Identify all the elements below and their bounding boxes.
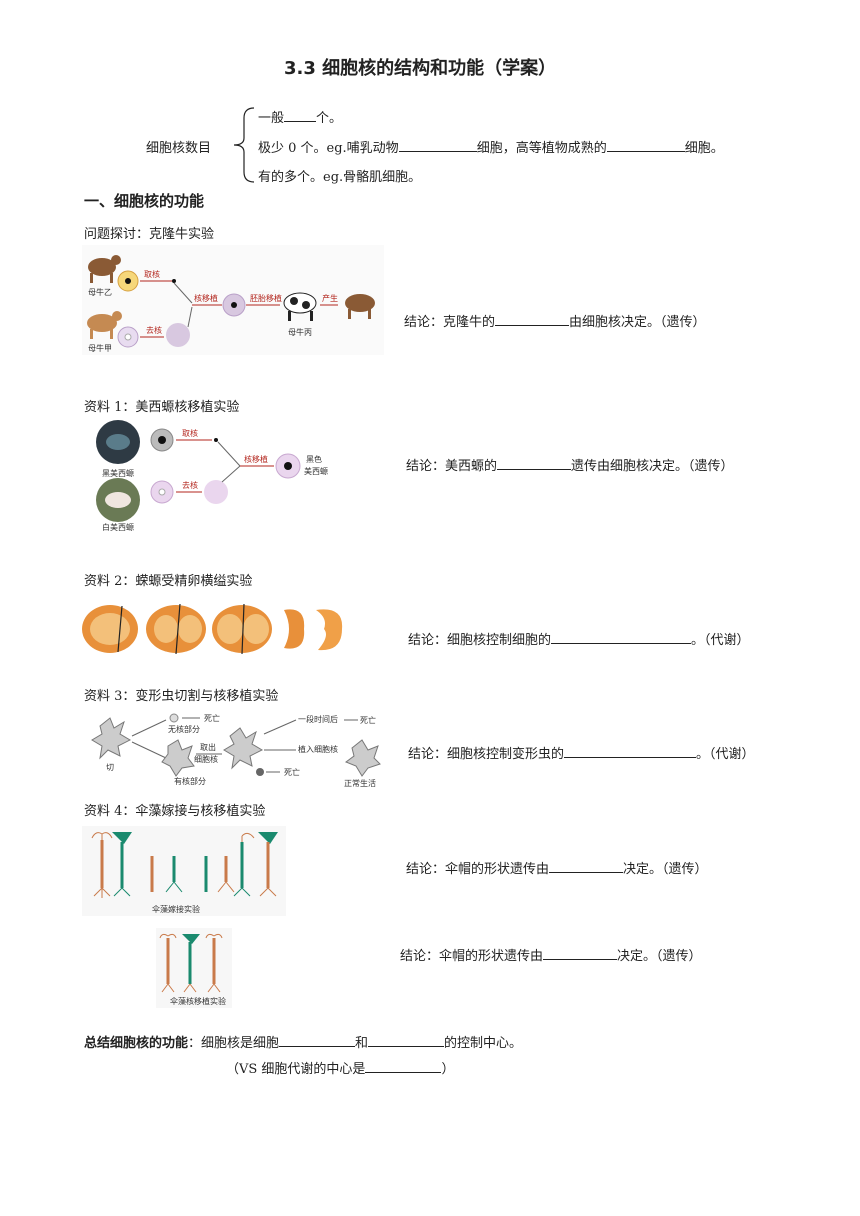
alga-2: [112, 832, 132, 897]
count-line-2: 极少 0 个。eg.哺乳动物细胞，高等植物成熟的细胞。: [258, 139, 724, 156]
svg-text:取出: 取出: [200, 742, 216, 752]
res1-conclusion: 结论：美西螈的遗传由细胞核决定。（遗传）: [406, 457, 734, 474]
blank-clone[interactable]: [495, 313, 570, 326]
acetabularia-transplant-figure: 伞藻核移植实验: [156, 928, 232, 1008]
section-heading: 一、细胞核的功能: [84, 192, 205, 210]
res3-caption: 资料 3：变形虫切割与核移植实验: [84, 689, 279, 704]
svg-text:取核: 取核: [182, 428, 198, 438]
cow-b-label: 母牛乙: [88, 287, 112, 297]
egg-stage-4: [284, 609, 305, 649]
svg-text:黑美西螈: 黑美西螈: [102, 468, 134, 478]
res4-caption: 资料 4：伞藻嫁接与核移植实验: [84, 804, 266, 819]
egg-stage-2: [146, 603, 206, 655]
svg-text:母牛丙: 母牛丙: [288, 327, 312, 337]
svg-text:死亡: 死亡: [204, 713, 220, 723]
acetabularia-graft-figure: 伞藻嫁接实验: [82, 826, 286, 916]
blank-newt[interactable]: [551, 631, 692, 644]
blank-plant-cell[interactable]: [606, 139, 685, 152]
egg-stage-3: [212, 603, 272, 655]
blank-alga-1[interactable]: [549, 860, 624, 873]
blank-summary-1[interactable]: [279, 1034, 356, 1047]
res1-caption: 资料 1：美西螈核移植实验: [84, 400, 240, 415]
count-line-3: 有的多个。eg.骨骼肌细胞。: [258, 170, 422, 185]
svg-text:死亡: 死亡: [360, 715, 376, 725]
blank-alga-2[interactable]: [543, 947, 618, 960]
svg-text:细胞核: 细胞核: [194, 754, 218, 764]
svg-text:切: 切: [106, 763, 114, 772]
nucleus-count-label: 细胞核数目: [146, 141, 212, 156]
svg-text:母牛甲: 母牛甲: [88, 343, 112, 353]
summary-vs-line: （VS 细胞代谢的中心是）: [226, 1060, 455, 1077]
newt-egg-figure: [82, 603, 343, 655]
clone-cow-figure: 母牛乙 取核 母牛甲 去核 核移植 胚胎移植 母牛丙 产生: [82, 245, 384, 355]
page-title: 3.3 细胞核的结构和功能（学案）: [284, 58, 557, 79]
blank-mammal-cell[interactable]: [398, 139, 477, 152]
svg-text:取核: 取核: [144, 269, 160, 279]
svg-text:美西螈: 美西螈: [304, 466, 328, 476]
svg-text:死亡: 死亡: [284, 767, 300, 777]
svg-text:无核部分: 无核部分: [168, 724, 200, 734]
egg-stage-1: [82, 605, 138, 653]
alga-1: [91, 832, 113, 898]
res2-caption: 资料 2：蝾螈受精卵横缢实验: [84, 574, 253, 589]
svg-text:植入细胞核: 植入细胞核: [298, 744, 338, 754]
blank-amoeba[interactable]: [564, 745, 697, 758]
summary-line: 总结细胞核的功能：细胞核是细胞和的控制中心。: [84, 1034, 523, 1051]
blank-count[interactable]: [284, 109, 317, 122]
svg-text:核移植: 核移植: [244, 454, 268, 464]
svg-text:正常生活: 正常生活: [344, 778, 376, 788]
res4-conclusion-2: 结论：伞帽的形状遗传由决定。（遗传）: [400, 947, 702, 964]
cow-icon: [88, 255, 121, 283]
svg-text:伞藻核移植实验: 伞藻核移植实验: [170, 996, 226, 1006]
blank-summary-2[interactable]: [368, 1034, 445, 1047]
res3-conclusion: 结论：细胞核控制变形虫的。（代谢）: [408, 745, 755, 762]
clone-caption: 问题探讨：克隆牛实验: [84, 227, 215, 242]
svg-text:黑色: 黑色: [306, 454, 322, 464]
count-line-1: 一般个。: [258, 109, 343, 126]
svg-text:核移植: 核移植: [194, 293, 218, 303]
svg-text:产生: 产生: [322, 293, 338, 303]
clone-conclusion: 结论：克隆牛的由细胞核决定。（遗传）: [404, 313, 706, 330]
res2-conclusion: 结论：细胞核控制细胞的。（代谢）: [408, 631, 750, 648]
brace-icon: [233, 107, 255, 183]
blank-axolotl[interactable]: [497, 457, 572, 470]
blank-metabolism-center[interactable]: [365, 1060, 442, 1073]
res4-conclusion-1: 结论：伞帽的形状遗传由决定。（遗传）: [406, 860, 708, 877]
amoeba-figure: 切 无核部分 死亡 有核部分 取出 细胞核 死亡 一段时间后 死亡 植入细胞核 …: [91, 713, 381, 788]
svg-text:伞藻嫁接实验: 伞藻嫁接实验: [152, 904, 200, 914]
svg-text:一段时间后: 一段时间后: [298, 714, 338, 724]
egg-stage-5: [316, 609, 343, 651]
svg-text:去核: 去核: [182, 480, 198, 490]
svg-text:胚胎移植: 胚胎移植: [250, 293, 282, 303]
svg-text:白美西螈: 白美西螈: [102, 522, 134, 532]
svg-text:有核部分: 有核部分: [174, 776, 206, 786]
svg-text:去核: 去核: [146, 325, 162, 335]
